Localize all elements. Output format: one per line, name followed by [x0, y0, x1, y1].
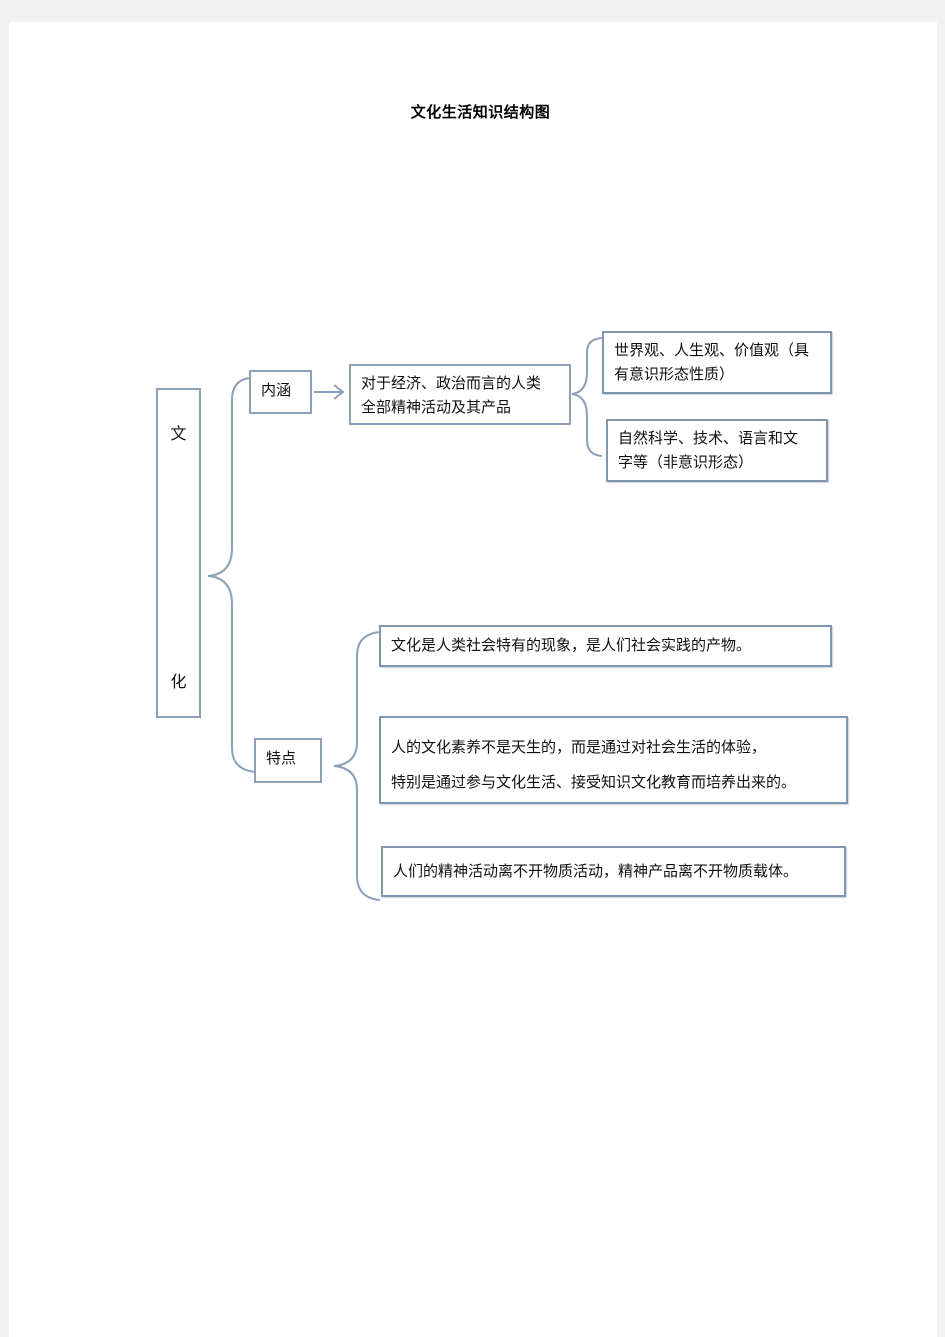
tedian-item-2: 人的文化素养不是天生的，而是通过对社会生活的体验， 特别是通过参与文化生活、接受… [379, 716, 848, 804]
root-char-2: 化 [170, 672, 187, 691]
neihan-subitem-2-line-1: 自然科学、技术、语言和文 [618, 429, 799, 447]
tedian-item-3-line-1: 人们的精神活动离不开物质活动，精神产品离不开物质载体。 [393, 862, 799, 880]
neihan-definition-line-1: 对于经济、政治而言的人类 [361, 374, 542, 392]
neihan-subitem-1-line-2: 有意识形态性质） [614, 365, 735, 383]
branch-neihan: 内涵 [249, 370, 312, 414]
tedian-item-1-line-1: 文化是人类社会特有的现象，是人们社会实践的产物。 [391, 636, 752, 654]
tedian-item-2-line-1: 人的文化素养不是天生的，而是通过对社会生活的体验， [391, 738, 767, 756]
tedian-item-1: 文化是人类社会特有的现象，是人们社会实践的产物。 [379, 625, 832, 667]
neihan-subitem-2: 自然科学、技术、语言和文 字等（非意识形态） [606, 419, 828, 482]
neihan-definition-line-2: 全部精神活动及其产品 [361, 398, 512, 416]
neihan-subitem-1-line-1: 世界观、人生观、价值观（具 [614, 341, 810, 359]
tedian-item-3: 人们的精神活动离不开物质活动，精神产品离不开物质载体。 [381, 846, 846, 897]
root-node-wenhua: 文 化 [156, 388, 201, 718]
neihan-subitem-2-line-2: 字等（非意识形态） [618, 453, 754, 471]
branch-tedian: 特点 [254, 738, 322, 783]
document-page [9, 22, 937, 1337]
branch-neihan-label: 内涵 [261, 381, 292, 399]
diagram-title: 文化生活知识结构图 [410, 103, 551, 121]
root-char-1: 文 [170, 424, 187, 443]
tedian-item-2-line-2: 特别是通过参与文化生活、接受知识文化教育而培养出来的。 [391, 773, 797, 791]
branch-tedian-label: 特点 [266, 749, 297, 767]
neihan-subitem-1: 世界观、人生观、价值观（具 有意识形态性质） [602, 331, 832, 394]
neihan-definition-box: 对于经济、政治而言的人类 全部精神活动及其产品 [349, 364, 571, 425]
